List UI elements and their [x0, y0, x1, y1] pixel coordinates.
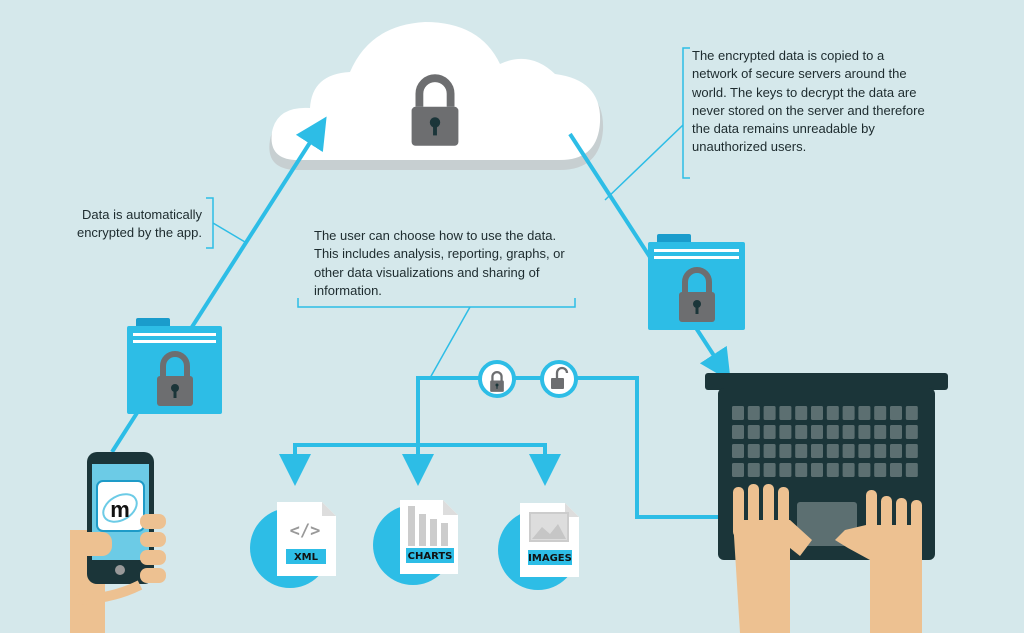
- keyboard-key: [826, 463, 839, 477]
- keyboard-key: [890, 425, 902, 439]
- unlocked-icon: [540, 360, 578, 398]
- keyboard-key: [874, 425, 887, 439]
- locked-icon: [478, 360, 516, 398]
- note-bracket: [297, 298, 576, 308]
- bar-chart-icon: [408, 506, 448, 546]
- keyboard-key: [763, 444, 776, 458]
- keyboard-key: [747, 425, 760, 439]
- keyboard-key: [795, 425, 808, 439]
- keyboard-key: [890, 406, 902, 420]
- flow-lines: [279, 376, 720, 519]
- keyboard-key: [747, 406, 760, 420]
- keyboard-key: [747, 463, 760, 477]
- keyboard-key: [858, 406, 871, 420]
- keyboard-key: [779, 425, 792, 439]
- images-label: IMAGES: [528, 553, 572, 564]
- keyboard-key: [874, 463, 887, 477]
- app-logo: m: [110, 497, 130, 522]
- keyboard-key: [905, 425, 918, 439]
- keyboard-key: [905, 444, 918, 458]
- keyboard-key: [842, 444, 855, 458]
- keyboard-key: [763, 406, 776, 420]
- xml-label: XML: [294, 552, 319, 563]
- note-bracket: [206, 197, 214, 249]
- encrypted-folder-left: [127, 318, 222, 414]
- keyboard-key: [811, 444, 823, 458]
- keyboard-key: [874, 444, 887, 458]
- keyboard-key: [763, 425, 776, 439]
- keyboard-key: [890, 463, 902, 477]
- keyboard-key: [905, 406, 918, 420]
- keyboard-key: [874, 406, 887, 420]
- keyboard-key: [826, 444, 839, 458]
- smartphone: m: [69, 452, 166, 633]
- left-hand: [733, 484, 812, 633]
- keyboard-key: [779, 406, 792, 420]
- keyboard-key: [763, 463, 776, 477]
- keyboard: [732, 406, 918, 477]
- keyboard-key: [858, 463, 871, 477]
- keyboard-key: [795, 444, 808, 458]
- keyboard-key: [811, 425, 823, 439]
- charts-output[interactable]: CHARTS: [373, 500, 458, 585]
- keyboard-key: [732, 425, 744, 439]
- keyboard-key: [747, 444, 760, 458]
- keyboard-key: [779, 463, 792, 477]
- keyboard-key: [779, 444, 792, 458]
- cloud-storage: [269, 22, 604, 170]
- keyboard-key: [858, 444, 871, 458]
- keyboard-key: [842, 425, 855, 439]
- code-icon: </>: [290, 521, 321, 541]
- images-output[interactable]: IMAGES: [498, 503, 579, 590]
- right-hand: [835, 490, 922, 633]
- keyboard-key: [732, 444, 744, 458]
- keyboard-key: [732, 463, 744, 477]
- keyboard-key: [795, 463, 808, 477]
- keyboard-key: [811, 463, 823, 477]
- keyboard-key: [826, 425, 839, 439]
- charts-label: CHARTS: [408, 551, 453, 562]
- keyboard-key: [890, 444, 902, 458]
- note-bracket: [682, 47, 690, 179]
- keyboard-key: [795, 406, 808, 420]
- encryption-note: Data is automatically encrypted by the a…: [76, 207, 202, 241]
- usage-note: The user can choose how to use the data.…: [314, 228, 565, 298]
- keyboard-key: [826, 406, 839, 420]
- encrypted-folder-right: [648, 234, 745, 330]
- keyboard-key: [858, 425, 871, 439]
- keyboard-key: [842, 406, 855, 420]
- keyboard-key: [732, 406, 744, 420]
- laptop: [705, 373, 948, 633]
- xml-output[interactable]: </> XML: [250, 502, 336, 588]
- keyboard-key: [905, 463, 918, 477]
- keyboard-key: [811, 406, 823, 420]
- keyboard-key: [842, 463, 855, 477]
- server-note: The encrypted data is copied to a networ…: [692, 48, 925, 155]
